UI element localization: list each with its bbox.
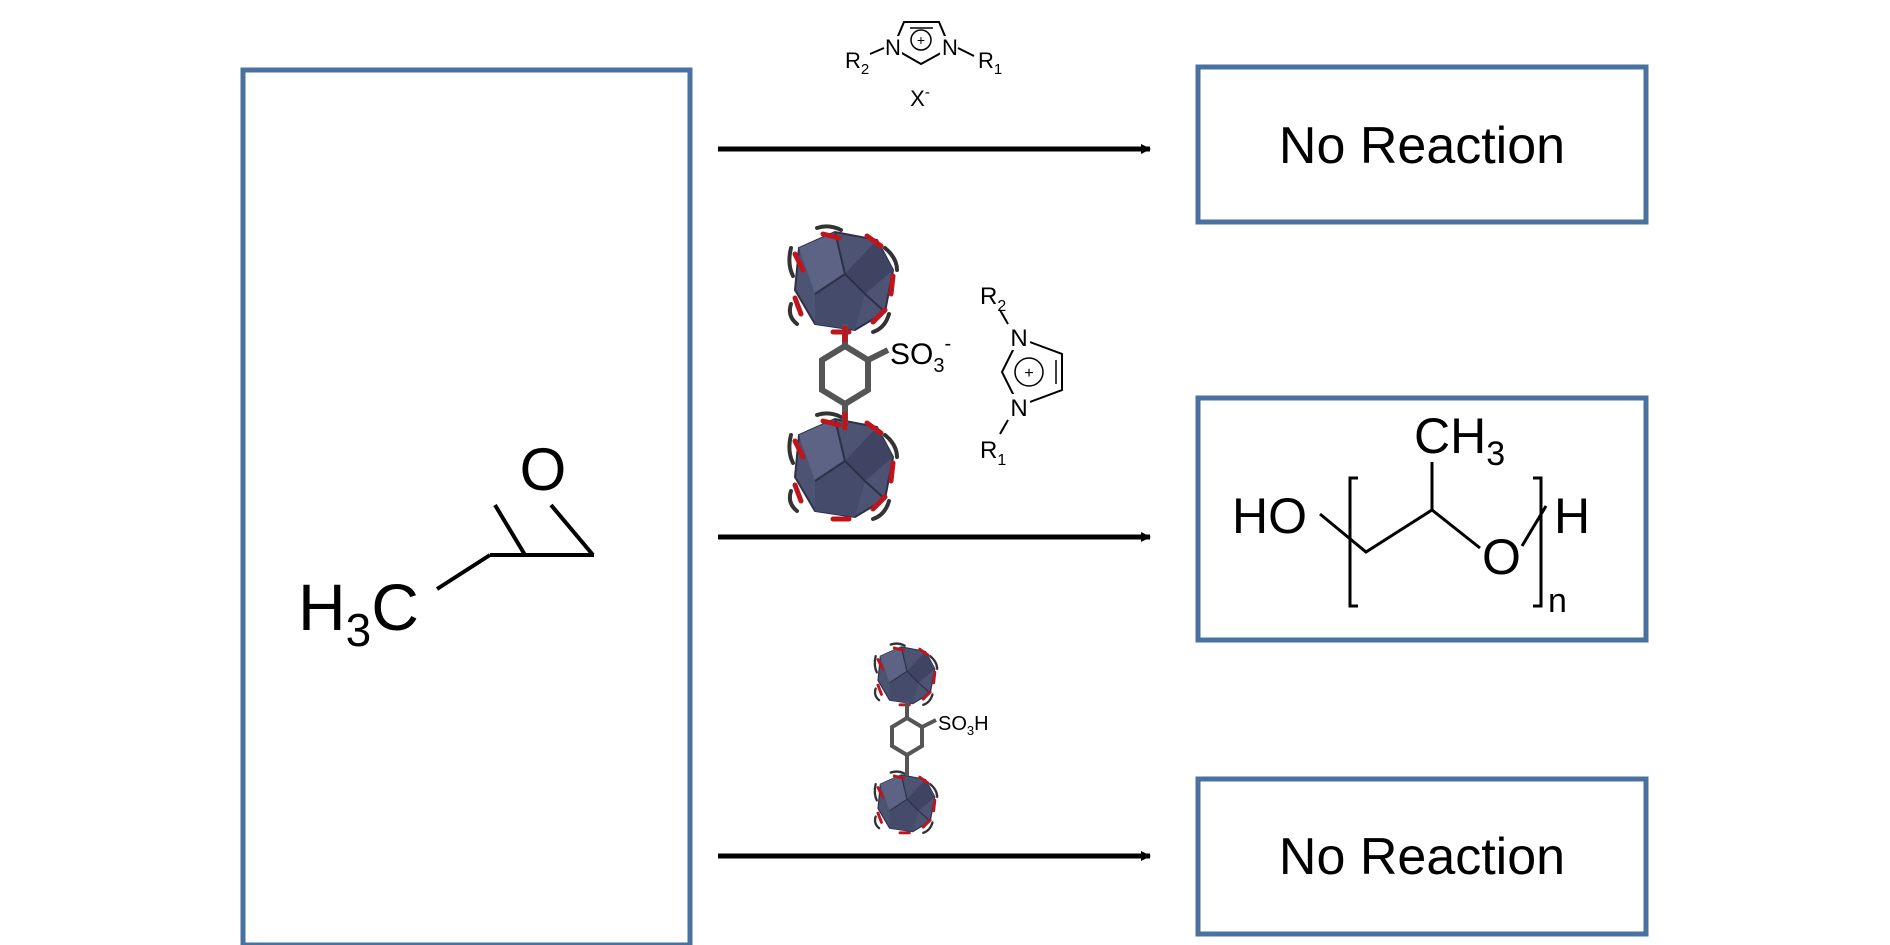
mof-cluster-small-bottom bbox=[873, 770, 939, 835]
methyl-label: H3C bbox=[298, 570, 419, 656]
svg-text:N: N bbox=[1010, 395, 1027, 422]
substituent-r1: R1 bbox=[978, 48, 1002, 78]
reactant-box bbox=[240, 67, 693, 945]
substituent-r2-row2: R2 bbox=[980, 283, 1006, 315]
substituent-r1-row2: R1 bbox=[980, 437, 1006, 469]
sulfonic-acid-label: SO3H bbox=[938, 713, 989, 738]
product-box-2 bbox=[1195, 395, 1649, 643]
hydrogen-end-label: H bbox=[1554, 488, 1590, 544]
product-text-1: No Reaction bbox=[1279, 117, 1565, 175]
methyl-group-label: CH3 bbox=[1414, 408, 1505, 473]
product-box-1 bbox=[1195, 64, 1649, 225]
product-text-3: No Reaction bbox=[1279, 828, 1565, 886]
oxirane-oxygen-label: O bbox=[520, 436, 567, 503]
repeat-unit-n: n bbox=[1548, 582, 1567, 620]
mof-catalyst-sulfonate: SO3- bbox=[789, 226, 951, 519]
mof-catalyst-sulfonic-acid: SO3H bbox=[873, 642, 989, 835]
imidazolium-cation-2: + N N R2 R1 bbox=[980, 283, 1063, 469]
substituent-r2: R2 bbox=[845, 48, 869, 78]
polymer-structure: HO CH3 O H n bbox=[1232, 408, 1590, 620]
propylene-oxide-structure: O H3C bbox=[298, 436, 595, 656]
hydroxyl-end-label: HO bbox=[1232, 488, 1307, 544]
product-box-3 bbox=[1195, 776, 1649, 937]
mof-cluster-small-top bbox=[873, 642, 939, 707]
svg-text:N: N bbox=[1010, 325, 1027, 352]
svg-text:+: + bbox=[1024, 365, 1033, 382]
imidazolium-catalyst-1: + N N R2 R1 X- bbox=[845, 21, 1002, 111]
sulfonate-label: SO3- bbox=[890, 333, 951, 377]
svg-text:N: N bbox=[942, 35, 958, 60]
counter-anion: X- bbox=[910, 84, 930, 111]
svg-text:+: + bbox=[917, 32, 925, 48]
mof-cluster-top bbox=[789, 226, 897, 332]
svg-text:N: N bbox=[885, 35, 901, 60]
ether-oxygen-label: O bbox=[1482, 529, 1521, 585]
